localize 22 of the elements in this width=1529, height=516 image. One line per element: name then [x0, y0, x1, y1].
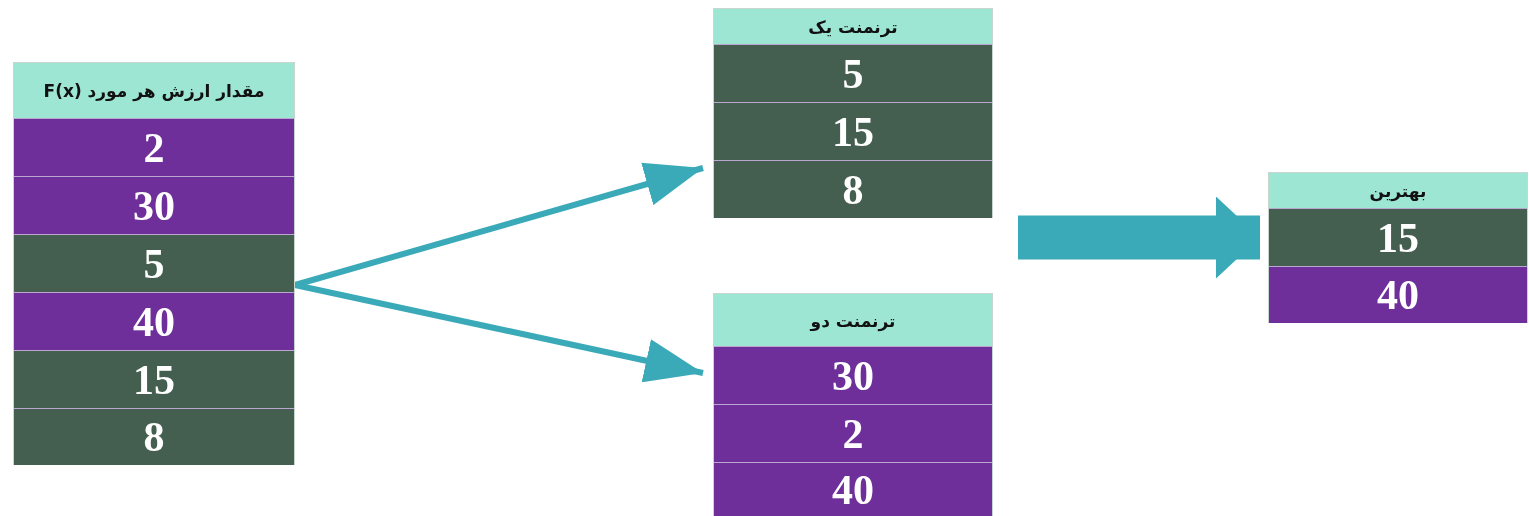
table-panel — [713, 8, 993, 218]
value-cell: 2 — [714, 404, 992, 462]
value-cell: 30 — [714, 346, 992, 404]
value-cell: 15 — [714, 102, 992, 160]
value-cell: 8 — [14, 408, 294, 465]
value-cell: 5 — [714, 44, 992, 102]
value-cell: 40 — [714, 462, 992, 516]
value-cell: 40 — [14, 292, 294, 350]
value-cell: 2 — [14, 118, 294, 176]
value-cell: 8 — [714, 160, 992, 218]
value-cell: 30 — [14, 176, 294, 234]
table-header: ترنمنت دو — [810, 310, 896, 331]
table-panel — [1268, 172, 1528, 323]
table-header: بهترین — [1369, 181, 1427, 201]
table-panel — [13, 62, 295, 465]
table-header: مقدار ارزش هر مورد F(x) — [43, 81, 265, 101]
value-cell: 15 — [1269, 208, 1527, 266]
value-cell: 5 — [14, 234, 294, 292]
table-header: ترنمنت یک — [808, 17, 898, 37]
table-panel — [713, 293, 993, 516]
value-cell: 40 — [1269, 266, 1527, 323]
value-cell: 15 — [14, 350, 294, 408]
